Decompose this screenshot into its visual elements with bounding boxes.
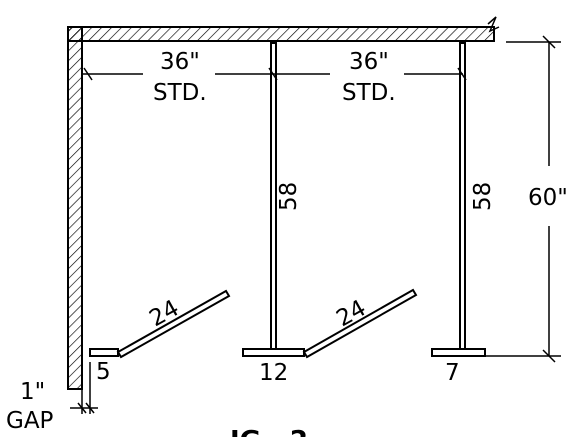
gap-dimension <box>70 362 98 414</box>
partition-panel-2 <box>459 42 466 350</box>
door-1-label: 24 <box>145 295 183 332</box>
partition-height-2-label: 58 <box>470 182 496 211</box>
pilaster-3-label: 7 <box>445 360 460 386</box>
side-wall <box>67 26 83 390</box>
pilaster-1-label: 5 <box>96 359 111 385</box>
stall-width-1-note: STD. <box>153 80 207 106</box>
pilaster-3 <box>431 348 486 357</box>
back-wall <box>67 26 495 42</box>
door-2-label: 24 <box>332 295 370 332</box>
wall-assembly <box>67 16 500 390</box>
pilaster-2-label: 12 <box>259 360 288 386</box>
stall-width-1-label: 36" <box>160 49 200 75</box>
overall-depth-label: 60" <box>528 185 568 211</box>
pilaster-1 <box>89 348 119 357</box>
pilaster-2 <box>242 348 305 357</box>
figure-label: IG - 2 <box>230 426 308 437</box>
door-1 <box>116 289 231 359</box>
wall-break-mark <box>487 16 500 33</box>
gap-label: GAP <box>6 408 54 434</box>
depth-dimension <box>472 35 561 363</box>
stall-width-dimension <box>82 67 467 81</box>
stall-width-2-note: STD. <box>342 80 396 106</box>
stall-width-2-label: 36" <box>349 49 389 75</box>
gap-value-label: 1" <box>20 379 45 405</box>
partition-height-1-label: 58 <box>276 182 302 211</box>
door-2 <box>302 288 418 359</box>
